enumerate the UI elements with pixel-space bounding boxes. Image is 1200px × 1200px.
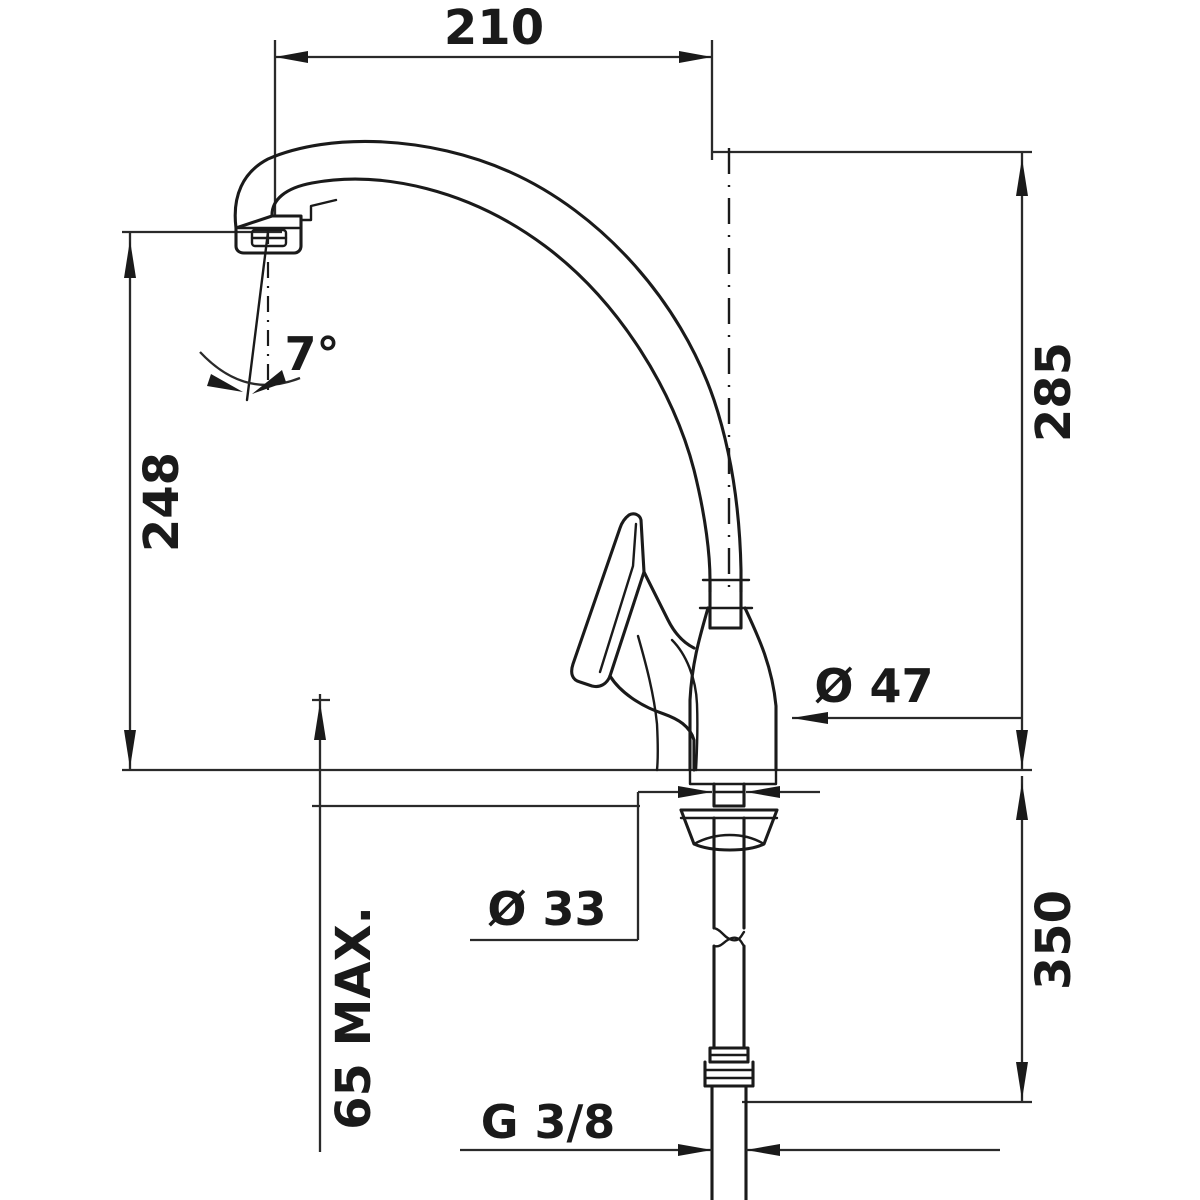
dimension-label-diameter-33: Ø 33	[487, 882, 606, 936]
dimension-overall-height	[712, 150, 1032, 770]
arrowhead-left	[792, 712, 828, 724]
arrowhead-right	[679, 51, 712, 63]
arrowhead-up	[124, 240, 136, 278]
dimension-counter-thickness	[312, 694, 640, 1152]
dimension-label-65-max: 65 MAX.	[326, 906, 382, 1130]
dimension-label-thread-g38: G 3/8	[481, 1095, 616, 1149]
dimension-spout-reach	[273, 40, 714, 215]
leader-body-diameter	[792, 712, 1022, 724]
dimension-outlet-angle	[199, 228, 301, 402]
leader-thread-size	[460, 1144, 1000, 1156]
dimension-label-diameter-47: Ø 47	[814, 659, 933, 713]
leader-shank-diameter	[470, 786, 820, 942]
arrowhead-arc-right	[252, 370, 286, 394]
arrowhead-right	[678, 786, 712, 798]
dimension-hose-length	[742, 776, 1032, 1104]
dimension-label-285: 285	[1026, 342, 1082, 442]
arrowhead-left	[746, 1144, 780, 1156]
arrowhead-left	[275, 51, 308, 63]
arrowhead-arc-left	[207, 374, 243, 392]
dimension-outlet-height	[122, 230, 282, 770]
arrowhead-left	[746, 786, 780, 798]
arrowhead-down	[124, 730, 136, 768]
arrowhead-up	[1016, 782, 1028, 820]
faucet-body-outline	[233, 139, 779, 1200]
dimension-label-248: 248	[134, 452, 190, 552]
arrowhead-up	[314, 702, 326, 740]
arrowhead-up	[1016, 158, 1028, 196]
arrowhead-right	[678, 1144, 712, 1156]
dimension-label-350: 350	[1026, 890, 1082, 990]
dimension-label-angle-7deg: 7°	[284, 327, 339, 381]
arrowhead-down	[1016, 730, 1028, 768]
dimension-label-210: 210	[444, 0, 544, 56]
arrowhead-down	[1016, 1062, 1028, 1100]
